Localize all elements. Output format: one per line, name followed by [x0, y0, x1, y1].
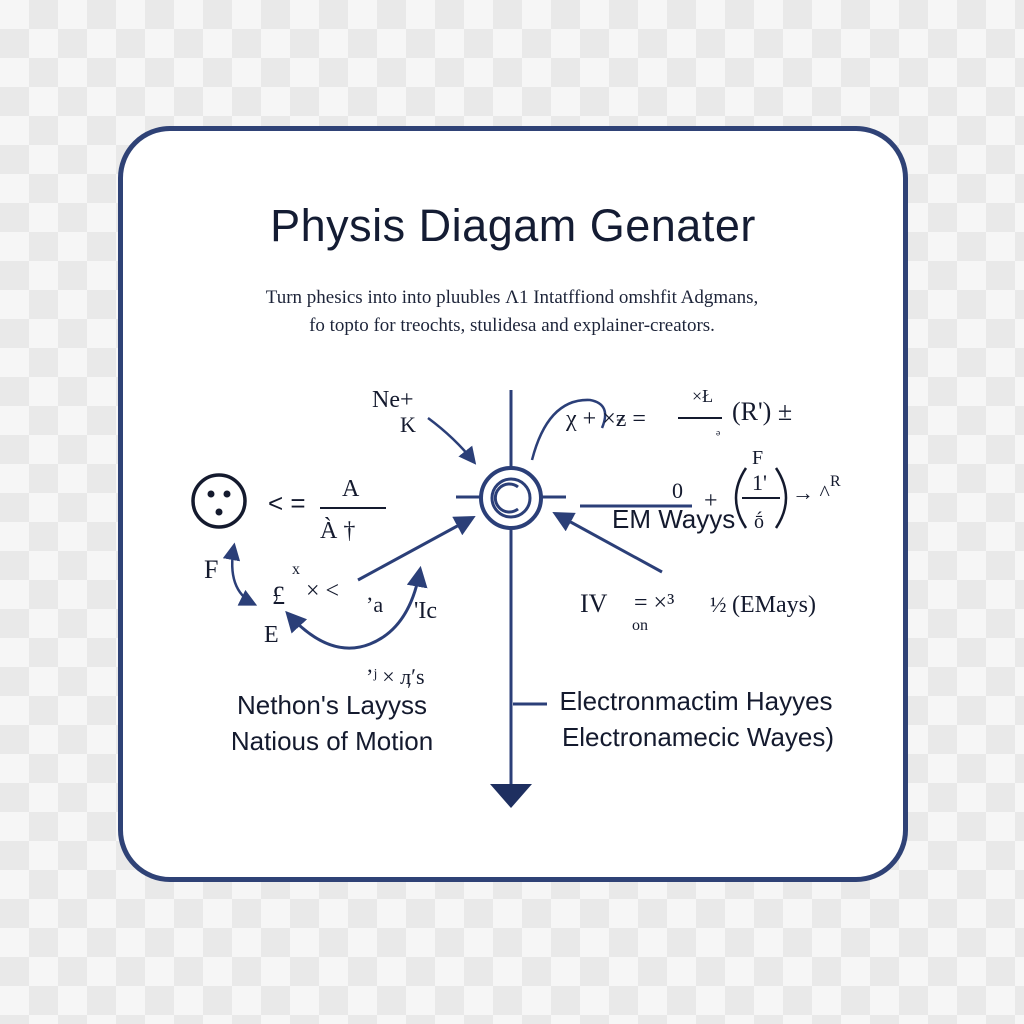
label-em-ways: EM Wayys	[612, 504, 735, 534]
left-caption-line-2: Natious of Motion	[231, 726, 433, 756]
label-top-frac-bottom: ᵊ	[716, 427, 720, 444]
arrow-f-to-e	[222, 542, 258, 606]
label-ne: Ne+	[372, 387, 414, 413]
label-relation: < =	[268, 488, 306, 518]
label-lower-sub: on	[632, 617, 648, 634]
label-top-formula-right: (R') ±	[732, 397, 792, 426]
label-arrow: ’a	[366, 592, 383, 617]
label-paren-bottom: ṓ	[754, 510, 764, 533]
label-arrow-r: R	[830, 473, 841, 490]
label-fraction-bottom: À †	[320, 518, 355, 544]
label-middle-zero: 0	[672, 478, 683, 503]
arrow-down-icon	[490, 784, 532, 808]
arrow-right-to-center	[552, 511, 663, 574]
label-lower-formula: = ×³	[634, 590, 674, 616]
label-arrow-right: → ^	[792, 480, 831, 505]
arrow-curve-left	[285, 565, 428, 650]
label-paren-top: F	[752, 447, 763, 469]
label-paren-middle: 1'	[752, 470, 767, 495]
label-top-frac-top: ×Ł	[692, 386, 713, 406]
left-caption-line-1: Nethon's Layyss	[237, 690, 427, 720]
label-lower-frac: ½	[710, 592, 727, 617]
right-caption-line-1: Electronmactim Hayyes	[559, 686, 832, 716]
page-subtitle: Turn phesics into into pluubles Λ1 Intat…	[180, 284, 844, 340]
arrow-left-to-center	[357, 515, 476, 582]
paren-group	[734, 467, 788, 529]
label-top-formula-left: χ + ×ƶ =	[565, 406, 646, 432]
label-bottom-formula: ’ʲ × ӆʹs	[366, 664, 425, 689]
label-fraction-top: A	[342, 476, 360, 502]
subtitle-line-1: Turn phesics into into pluubles Λ1 Intat…	[265, 287, 759, 308]
label-force-f: F	[204, 555, 218, 584]
label-k: K	[400, 412, 416, 437]
label-middle-plus: +	[704, 488, 718, 514]
page-title: Physis Diagam Genater	[270, 200, 756, 251]
circle-c-icon	[456, 466, 566, 530]
arrow-topright-curve	[530, 398, 607, 461]
label-ic: 'Ic	[414, 598, 437, 624]
label-lower-right: (EMays)	[732, 592, 816, 618]
right-caption-line-2: Electronamecic Wayes)	[562, 722, 834, 752]
label-lower-left: IV	[580, 589, 608, 618]
label-middle-sub: x	[292, 561, 300, 578]
label-bracket: £	[272, 581, 285, 610]
label-force-e: E	[264, 622, 279, 648]
arrow-topleft-to-center	[427, 416, 477, 465]
label-middle-x: × <	[306, 578, 339, 604]
subtitle-line-2: fo topto for treochts, stulidesa and exp…	[309, 315, 715, 336]
circle-dots-icon	[191, 473, 247, 529]
